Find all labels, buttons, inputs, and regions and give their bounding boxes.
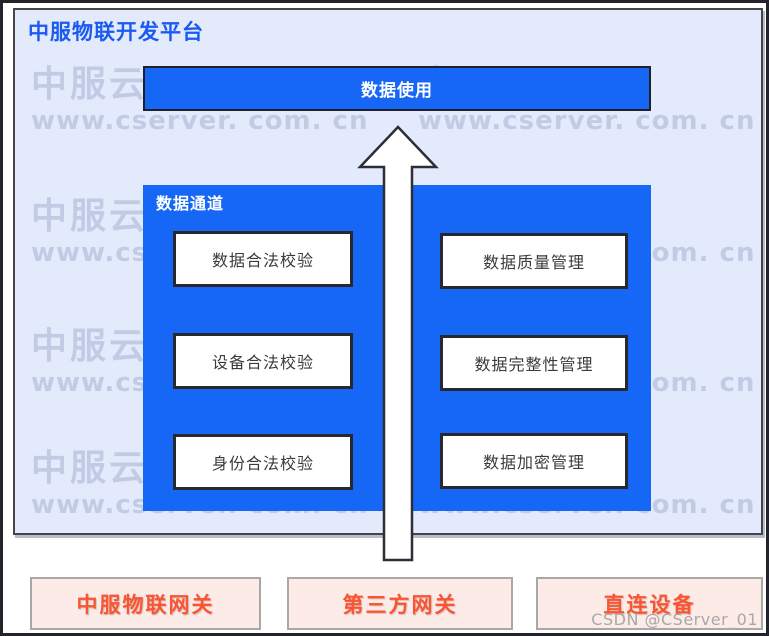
capability-box-data-quality: 数据质量管理 (440, 233, 628, 289)
node-label: 中服物联网关 (76, 592, 215, 617)
capability-box-data-encryption: 数据加密管理 (440, 433, 628, 489)
data-channel-label: 数据通道 (156, 194, 225, 213)
capability-box-identity-legality: 身份合法校验 (173, 434, 353, 490)
capability-label: 数据完整性管理 (474, 355, 594, 374)
capability-label: 身份合法校验 (211, 454, 314, 473)
capability-box-data-legality: 数据合法校验 (173, 231, 353, 287)
data-usage-banner: 数据使用 (143, 66, 651, 111)
capability-box-device-legality: 设备合法校验 (173, 333, 353, 389)
node-label: 第三方网关 (342, 592, 458, 617)
capability-label: 设备合法校验 (211, 353, 314, 372)
node-third-party-gateway: 第三方网关 (287, 577, 513, 630)
capability-label: 数据加密管理 (482, 453, 585, 472)
page-title: 中服物联开发平台 (28, 20, 204, 44)
node-direct-device: 直连设备 (536, 577, 763, 630)
csdn-credit: CSDN @CServer_01 (591, 610, 758, 629)
node-label: 直连设备 (603, 592, 696, 617)
capability-label: 数据合法校验 (211, 251, 314, 270)
data-usage-label: 数据使用 (361, 81, 433, 101)
capability-label: 数据质量管理 (482, 253, 585, 272)
node-cserver-iot-gateway: 中服物联网关 (30, 577, 261, 630)
capability-box-data-integrity: 数据完整性管理 (440, 335, 628, 391)
